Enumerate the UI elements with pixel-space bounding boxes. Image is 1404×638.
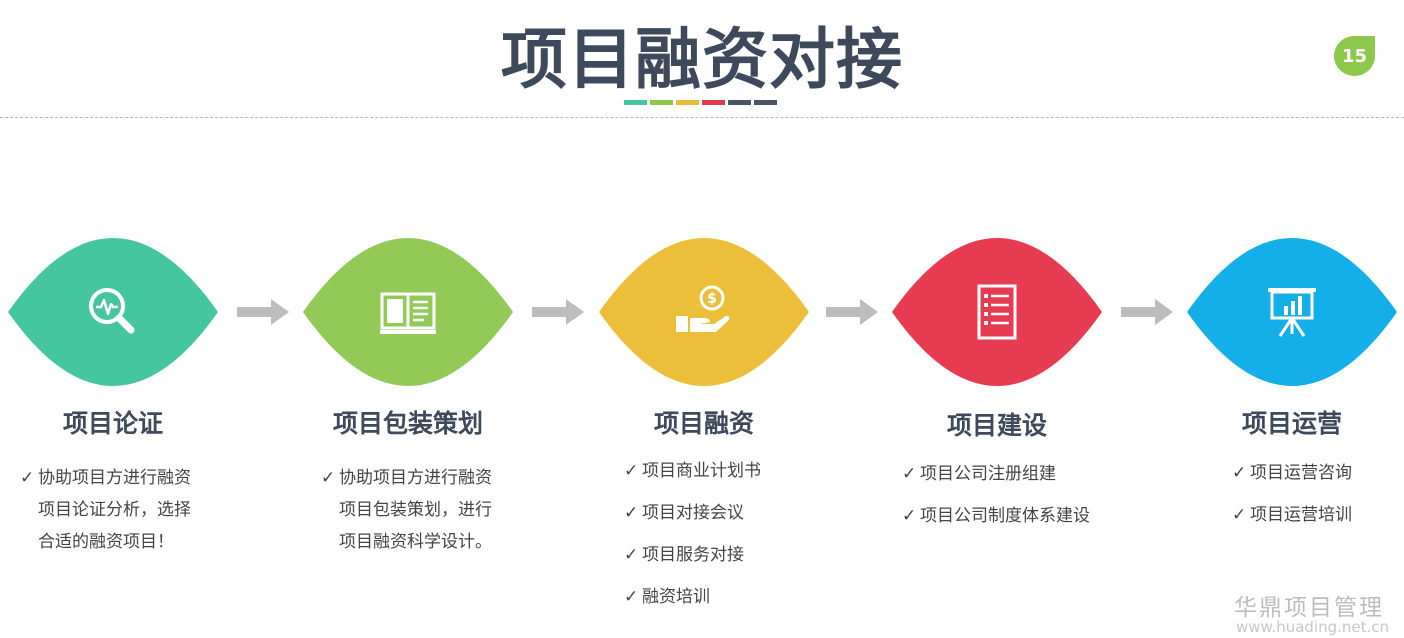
list-item: 项目商业计划书 <box>624 460 761 482</box>
step-title: 项目融资 <box>653 409 754 438</box>
color-bar-segment <box>650 100 673 105</box>
step-items: 项目公司注册组建 项目公司制度体系建设 <box>902 463 1090 527</box>
step-items: 项目运营咨询 项目运营培训 <box>1232 462 1352 526</box>
color-bar-segment <box>728 100 751 105</box>
step-title: 项目包装策划 <box>332 409 483 438</box>
step-project-verification: 项目论证 协助项目方进行融资项目论证分析，选择合适的融资项目！ <box>8 238 218 552</box>
header-divider <box>0 117 1404 118</box>
step-shape: $ <box>599 238 809 386</box>
page-title: 项目融资对接 <box>501 21 903 98</box>
page-number-badge: 15 <box>1334 36 1375 76</box>
arrow-right-icon <box>1121 299 1173 325</box>
magnifier-pulse-icon <box>89 288 135 334</box>
step-title: 项目论证 <box>62 409 163 438</box>
list-item: 项目公司注册组建 <box>902 463 1090 485</box>
color-bar-segment <box>754 100 777 105</box>
arrow-right-icon <box>826 299 878 325</box>
color-bar-segment <box>624 100 647 105</box>
svg-text:$: $ <box>707 291 717 307</box>
list-item: 项目公司制度体系建设 <box>902 505 1090 527</box>
list-item: 项目运营咨询 <box>1232 462 1352 484</box>
arrow-right-icon <box>532 299 584 325</box>
list-item: 协助项目方进行融资项目论证分析，选择合适的融资项目！ <box>20 462 206 558</box>
step-shape <box>8 238 218 386</box>
step-packaging-planning: 项目包装策划 协助项目方进行融资项目包装策划，进行项目融资科学设计。 <box>303 238 513 552</box>
title-color-bar <box>624 100 777 105</box>
step-shape-bg <box>892 238 1102 386</box>
color-bar-segment <box>676 100 699 105</box>
step-items: 协助项目方进行融资项目包装策划，进行项目融资科学设计。 <box>321 462 505 558</box>
step-items: 项目商业计划书 项目对接会议 项目服务对接 融资培训 <box>624 460 761 608</box>
checklist-icon <box>977 284 1017 340</box>
list-item: 项目运营培训 <box>1232 504 1352 526</box>
presentation-board-icon <box>1268 288 1316 337</box>
step-title: 项目建设 <box>946 411 1047 440</box>
hand-coin-icon: $ <box>676 285 730 332</box>
step-shape <box>303 238 513 386</box>
step-shape-bg <box>8 238 218 386</box>
list-item: 融资培训 <box>624 586 761 608</box>
watermark-url: www.huading.net.cn <box>1236 618 1390 636</box>
step-shape <box>892 238 1102 386</box>
list-item: 项目对接会议 <box>624 502 761 524</box>
watermark: 华鼎项目管理 <box>1234 595 1384 621</box>
arrow-right-icon <box>237 299 289 325</box>
open-book-icon <box>380 292 436 334</box>
color-bar-segment <box>702 100 725 105</box>
step-project-operation: 项目运营 项目运营咨询 项目运营培训 <box>1187 238 1397 526</box>
step-items: 协助项目方进行融资项目论证分析，选择合适的融资项目！ <box>20 462 206 558</box>
step-project-construction: 项目建设 项目公司注册组建 项目公司制度体系建设 <box>892 238 1102 527</box>
list-item: 协助项目方进行融资项目包装策划，进行项目融资科学设计。 <box>321 462 505 558</box>
step-project-financing: $ 项目融资 项目商业计划书 项目对接会议 项目服务对接 融资培训 <box>599 238 809 608</box>
step-title: 项目运营 <box>1241 409 1342 438</box>
step-shape-bg <box>599 238 809 386</box>
list-item: 项目服务对接 <box>624 544 761 566</box>
step-shape <box>1187 238 1397 386</box>
